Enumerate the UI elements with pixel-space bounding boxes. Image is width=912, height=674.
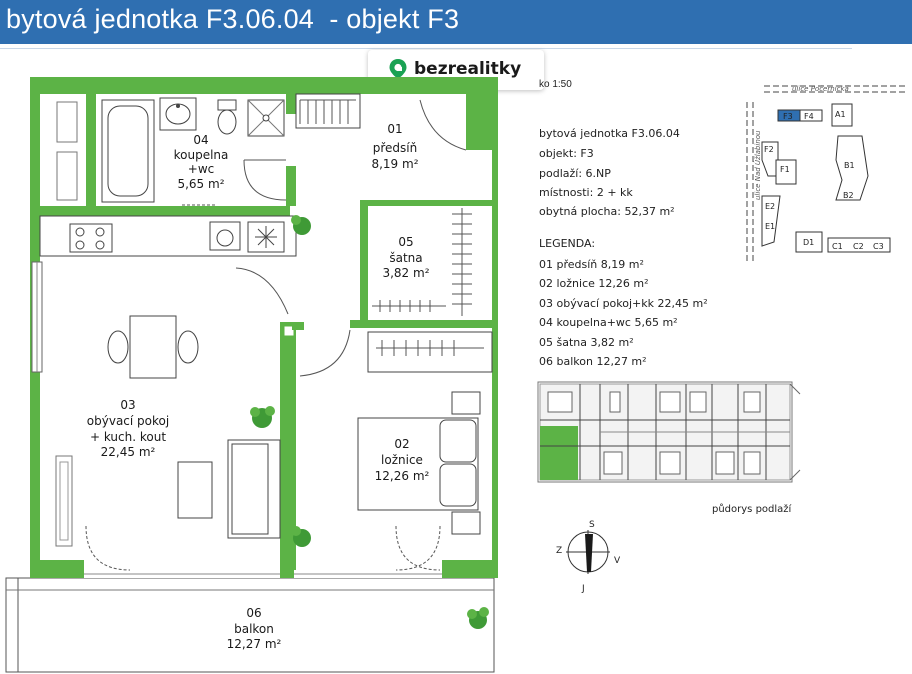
info-area: obytná plocha: 52,37 m²: [539, 205, 675, 218]
shower-icon: [247, 99, 285, 137]
info-rooms: místnosti: 2 + kk: [539, 186, 633, 199]
legend-item: 06 balkon 12,27 m²: [539, 355, 647, 368]
floor-plan-label: půdorys podlaží: [712, 504, 792, 515]
dining-table: [107, 315, 199, 379]
room-area: 22,45 m²: [101, 445, 156, 459]
legend-item: 02 ložnice 12,26 m²: [539, 277, 649, 290]
kitchen-sink-icon: [209, 221, 241, 251]
building-label: C2: [853, 242, 864, 251]
sofa: [177, 439, 281, 539]
sink-icon: [159, 97, 197, 131]
floor-key-plan: [537, 381, 801, 483]
brand-badge[interactable]: bezrealitky: [368, 50, 544, 90]
window: [56, 101, 78, 143]
building-label: B2: [843, 191, 854, 200]
compass-label: J: [581, 584, 585, 594]
plant-icon: [467, 607, 489, 629]
page-title: bytová jednotka F3.06.04 - objekt F3: [6, 4, 460, 34]
room-name: +wc: [188, 162, 214, 176]
scale-label: ko 1:50: [539, 79, 572, 90]
window: [55, 455, 73, 547]
window: [31, 261, 43, 373]
compass-label: Z: [556, 546, 562, 556]
building-label: B1: [844, 161, 855, 170]
wardrobe: [295, 93, 361, 129]
balcony: [5, 577, 495, 673]
info-floor: podlaží: 6.NP: [539, 167, 611, 180]
room-number: 04: [193, 133, 208, 147]
closet-rail: [372, 208, 472, 316]
building-label: D1: [803, 238, 814, 247]
legend-title: LEGENDA:: [539, 237, 596, 250]
building-highlight: [777, 109, 801, 122]
street-label: ulice Počernická: [792, 85, 849, 93]
building-label: A1: [835, 110, 846, 119]
info-object: objekt: F3: [539, 147, 594, 160]
plant-icon: [291, 526, 311, 547]
info-unit: bytová jednotka F3.06.04: [539, 127, 680, 140]
room-area: 3,82 m²: [382, 266, 429, 280]
legend-item: 03 obývací pokoj+kk 22,45 m²: [539, 297, 708, 310]
building-label: C3: [873, 242, 884, 251]
legend-item: 04 koupelna+wc 5,65 m²: [539, 316, 678, 329]
bed: [357, 391, 481, 535]
toilet-icon: [217, 99, 237, 135]
room-number: 01: [387, 122, 402, 136]
room-area: 12,27 m²: [227, 637, 282, 651]
street-label: ulice Nad Úžlabinou: [753, 130, 762, 200]
room-area: 8,19 m²: [371, 157, 418, 171]
room-name: šatna: [389, 251, 422, 265]
compass-icon: S J Z V: [556, 520, 621, 594]
plant-icon: [291, 215, 311, 235]
room-number: 05: [398, 235, 413, 249]
room-name: ložnice: [381, 453, 423, 467]
header-bar: bytová jednotka F3.06.04 - objekt F3: [0, 0, 912, 44]
compass-label: V: [614, 556, 621, 566]
legend-item: 05 šatna 3,82 m²: [539, 336, 634, 349]
building-label: C1: [832, 242, 843, 251]
room-number: 02: [394, 437, 409, 451]
wardrobe: [367, 331, 493, 373]
building-label: F2: [764, 145, 774, 154]
compass-label: S: [589, 520, 595, 530]
building-label: E1: [765, 222, 775, 231]
room-number: 06: [246, 606, 261, 620]
room-area: 12,26 m²: [375, 469, 430, 483]
bathtub-icon: [101, 99, 155, 203]
building-label: F3: [783, 112, 793, 121]
room-name: koupelna: [174, 148, 229, 162]
room-number: 03: [120, 398, 135, 412]
building-label: F4: [804, 112, 814, 121]
building-label: F1: [780, 165, 790, 174]
room-name: balkon: [234, 622, 274, 636]
location-pin-icon: [389, 59, 407, 79]
stove-icon: [69, 223, 113, 253]
unit-highlight: [540, 426, 578, 480]
room-name: obývací pokoj: [87, 414, 169, 428]
kitchen-counter: [39, 215, 297, 257]
outer-walls: [30, 77, 498, 578]
room-name: + kuch. kout: [90, 430, 166, 444]
site-plan: ulice Počernická ulice Nad Úžlabinou F3 …: [746, 85, 905, 262]
plant-icon: [250, 406, 275, 428]
snowflake-icon: [247, 221, 285, 253]
building-label: E2: [765, 202, 775, 211]
brand-logo-text: bezrealitky: [414, 59, 522, 79]
divider: [0, 48, 852, 49]
room-area: 5,65 m²: [177, 177, 224, 191]
window: [56, 151, 78, 201]
legend-item: 01 předsíň 8,19 m²: [539, 258, 644, 271]
room-name: předsíň: [373, 141, 417, 155]
